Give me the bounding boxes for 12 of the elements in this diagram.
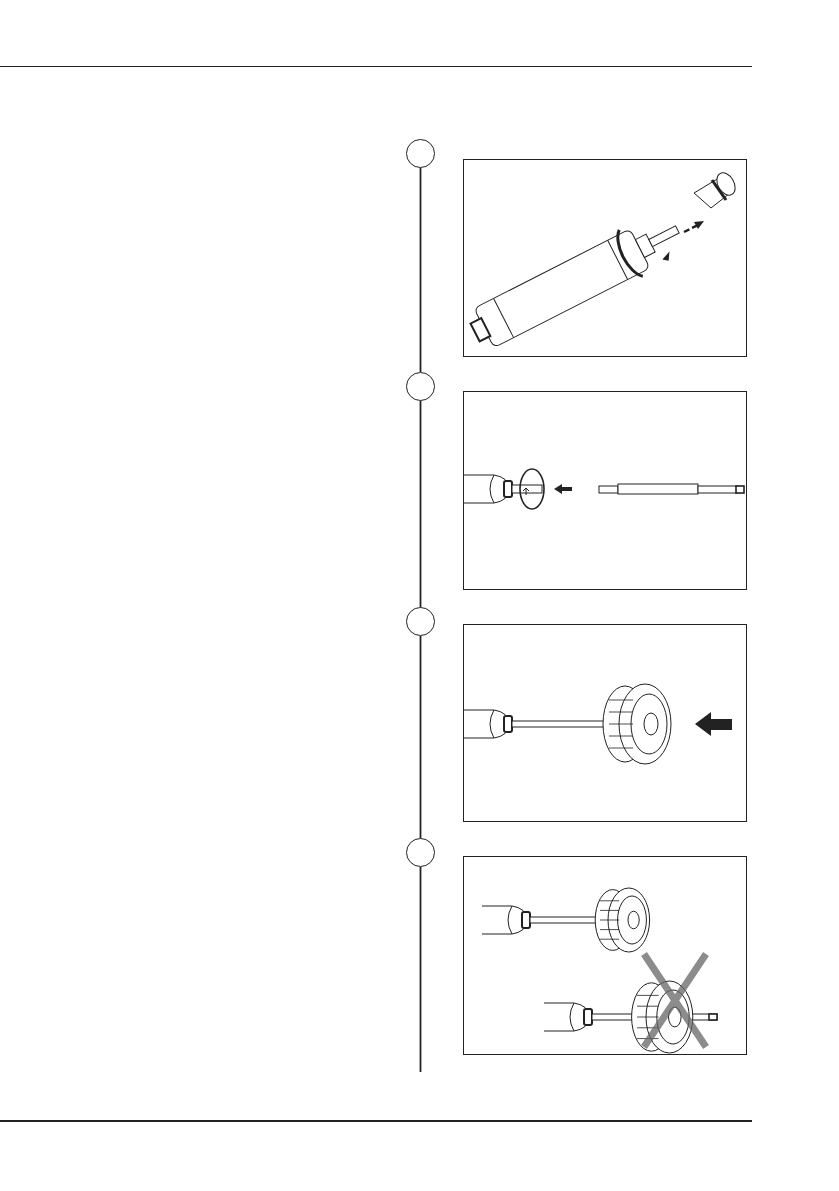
timeline-line bbox=[419, 167, 422, 373]
step-circle bbox=[406, 607, 435, 636]
illustration-frame bbox=[463, 159, 747, 357]
step-circle bbox=[406, 838, 435, 867]
timeline-line bbox=[419, 635, 422, 839]
timeline-line bbox=[419, 400, 422, 608]
illustration-frame bbox=[463, 391, 747, 590]
step-circle bbox=[406, 372, 435, 401]
illustration-frame bbox=[463, 856, 747, 1055]
step-circle bbox=[406, 139, 435, 168]
illustration-frame bbox=[463, 624, 747, 822]
timeline-line bbox=[419, 866, 422, 1073]
